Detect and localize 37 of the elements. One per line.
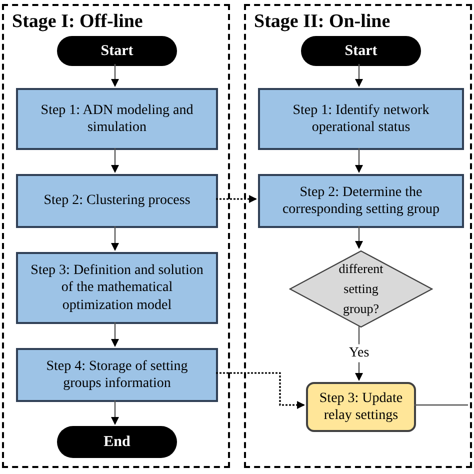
node-text: Step 3: Definition and solution of the mathematical optimization model bbox=[30, 262, 204, 314]
node-text: different setting group? bbox=[338, 261, 384, 316]
process-box bbox=[16, 174, 218, 228]
decision-diamond bbox=[289, 250, 433, 328]
edge-label: Yes bbox=[346, 344, 372, 362]
node-text: Stage I: Off-line bbox=[12, 11, 143, 32]
arrow bbox=[111, 226, 119, 251]
process-box bbox=[16, 348, 218, 402]
node-text: Step 2: Clustering process bbox=[44, 192, 190, 210]
process-box bbox=[306, 382, 416, 432]
arrow bbox=[111, 400, 119, 425]
arrow bbox=[111, 148, 119, 173]
node-text: Step 3: Update relay settings bbox=[318, 390, 404, 424]
process-box bbox=[258, 88, 464, 150]
stage-panel bbox=[244, 4, 472, 468]
process-box bbox=[16, 88, 218, 150]
arrow bbox=[355, 148, 363, 173]
stage-panel bbox=[2, 4, 230, 468]
node-text: Stage II: On-line bbox=[254, 11, 390, 32]
arrow bbox=[111, 322, 119, 347]
arrow bbox=[355, 226, 363, 249]
node-text: Step 1: ADN modeling and simulation bbox=[40, 102, 194, 136]
node-text: Step 4: Storage of setting groups information bbox=[45, 358, 189, 392]
node-text: End bbox=[104, 432, 130, 452]
process-box bbox=[16, 252, 218, 324]
node-text: Step 2: Determine the corresponding setting group bbox=[281, 184, 441, 218]
node-text: Start bbox=[100, 42, 134, 61]
arrow bbox=[111, 64, 119, 87]
arrow bbox=[216, 195, 257, 203]
node-text: Start bbox=[344, 42, 378, 61]
terminal-pill bbox=[57, 426, 177, 458]
terminal-pill bbox=[57, 36, 177, 66]
terminal-pill bbox=[301, 36, 421, 66]
arrow bbox=[216, 372, 305, 409]
process-box bbox=[258, 174, 464, 228]
arrow bbox=[355, 64, 363, 87]
node-text: Step 1: Identify network operational status bbox=[292, 102, 430, 136]
